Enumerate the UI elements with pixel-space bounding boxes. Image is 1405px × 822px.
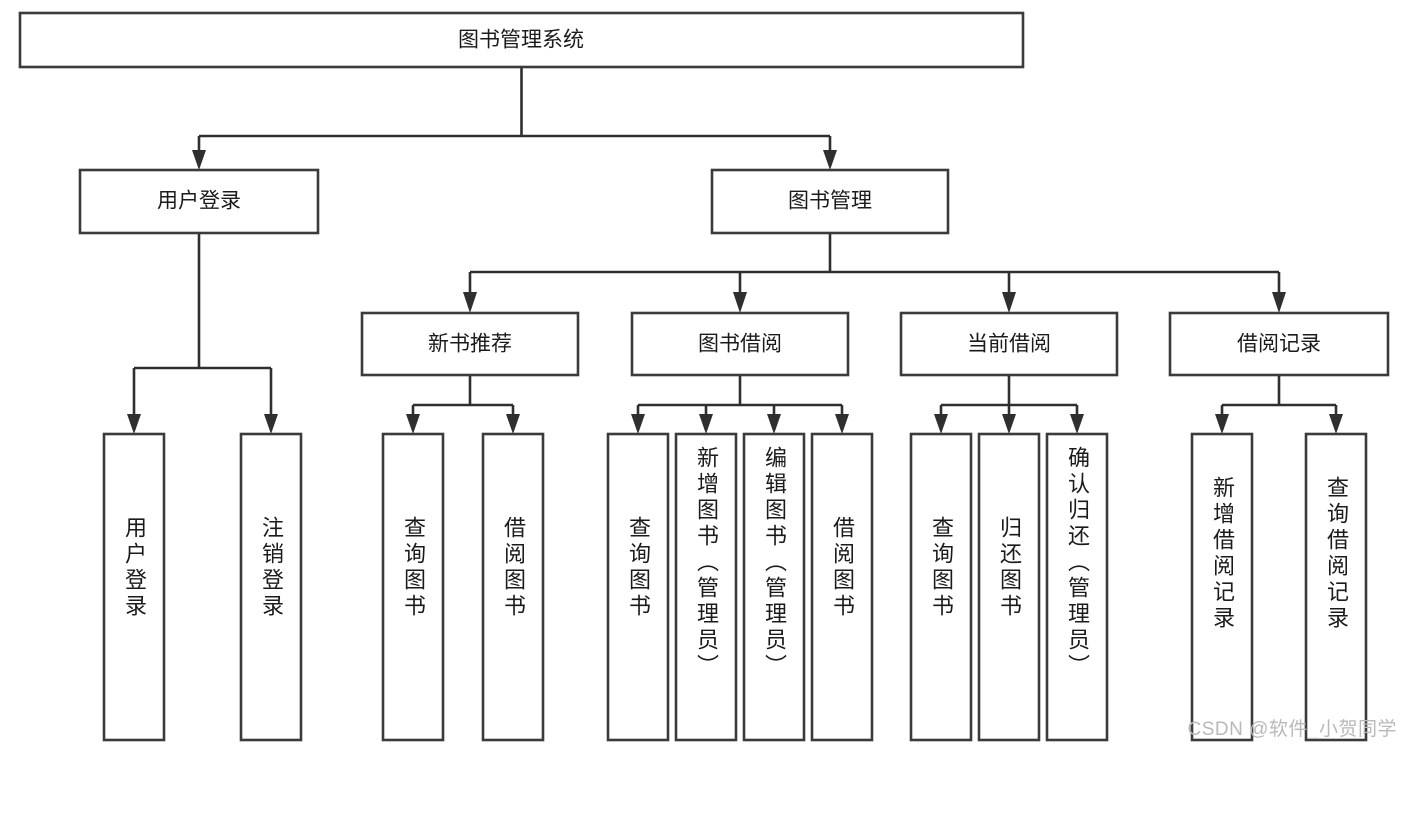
node-user-login-label: 用户登录 bbox=[157, 190, 241, 213]
node-book-borrow[interactable]: 图书借阅 bbox=[630, 311, 850, 377]
leaf-box-query-book-2[interactable] bbox=[606, 432, 670, 742]
node-root-system-label: 图书管理系统 bbox=[458, 29, 584, 52]
connector-root-to-level2 bbox=[192, 67, 837, 170]
leaf-box-user-login[interactable] bbox=[102, 432, 166, 742]
flowchart-canvas: 图书管理系统 用户登录 图书管理 新书推荐 图书借阅 当前借阅 借阅记录 bbox=[18, 11, 1397, 742]
node-book-management[interactable]: 图书管理 bbox=[710, 168, 950, 235]
node-new-book-recommend-label: 新书推荐 bbox=[428, 333, 512, 356]
watermark-text: CSDN @软件_小贺同学 bbox=[1187, 719, 1397, 740]
node-current-borrow[interactable]: 当前借阅 bbox=[899, 311, 1119, 377]
leaf-box-confirm-return-admin[interactable] bbox=[1045, 432, 1109, 742]
connector-currentborrow-to-leaves bbox=[934, 375, 1084, 434]
node-book-management-label: 图书管理 bbox=[788, 190, 872, 213]
leaf-box-add-book-admin[interactable] bbox=[674, 432, 738, 742]
node-new-book-recommend[interactable]: 新书推荐 bbox=[360, 311, 580, 377]
leaf-box-borrow-book-1[interactable] bbox=[481, 432, 545, 742]
leaf-box-edit-book-admin[interactable] bbox=[742, 432, 806, 742]
connector-userlogin-to-leaves bbox=[127, 233, 278, 434]
node-user-login[interactable]: 用户登录 bbox=[78, 168, 320, 235]
connector-bookborrow-to-leaves bbox=[631, 375, 849, 434]
leaf-box-borrow-book-2[interactable] bbox=[810, 432, 874, 742]
leaf-box-return-book[interactable] bbox=[977, 432, 1041, 742]
connector-newbook-to-leaves bbox=[406, 375, 520, 434]
node-borrow-record-label: 借阅记录 bbox=[1237, 333, 1321, 356]
node-book-borrow-label: 图书借阅 bbox=[698, 333, 782, 356]
leaf-box-query-book-1[interactable] bbox=[381, 432, 445, 742]
flowchart-svg: 图书管理系统 用户登录 图书管理 新书推荐 图书借阅 当前借阅 借阅记录 bbox=[18, 11, 1390, 742]
leaf-box-query-book-3[interactable] bbox=[909, 432, 973, 742]
connector-bookmgmt-to-level3 bbox=[463, 233, 1286, 313]
leaf-box-add-borrow-record[interactable] bbox=[1190, 432, 1254, 742]
node-current-borrow-label: 当前借阅 bbox=[967, 333, 1051, 356]
leaf-box-logout[interactable] bbox=[239, 432, 303, 742]
leaf-boxes-group bbox=[102, 432, 1368, 742]
connector-borrowrecord-to-leaves bbox=[1215, 375, 1343, 434]
node-root-system[interactable]: 图书管理系统 bbox=[18, 11, 1025, 69]
node-borrow-record[interactable]: 借阅记录 bbox=[1168, 311, 1390, 377]
leaf-box-query-borrow-record[interactable] bbox=[1304, 432, 1368, 742]
